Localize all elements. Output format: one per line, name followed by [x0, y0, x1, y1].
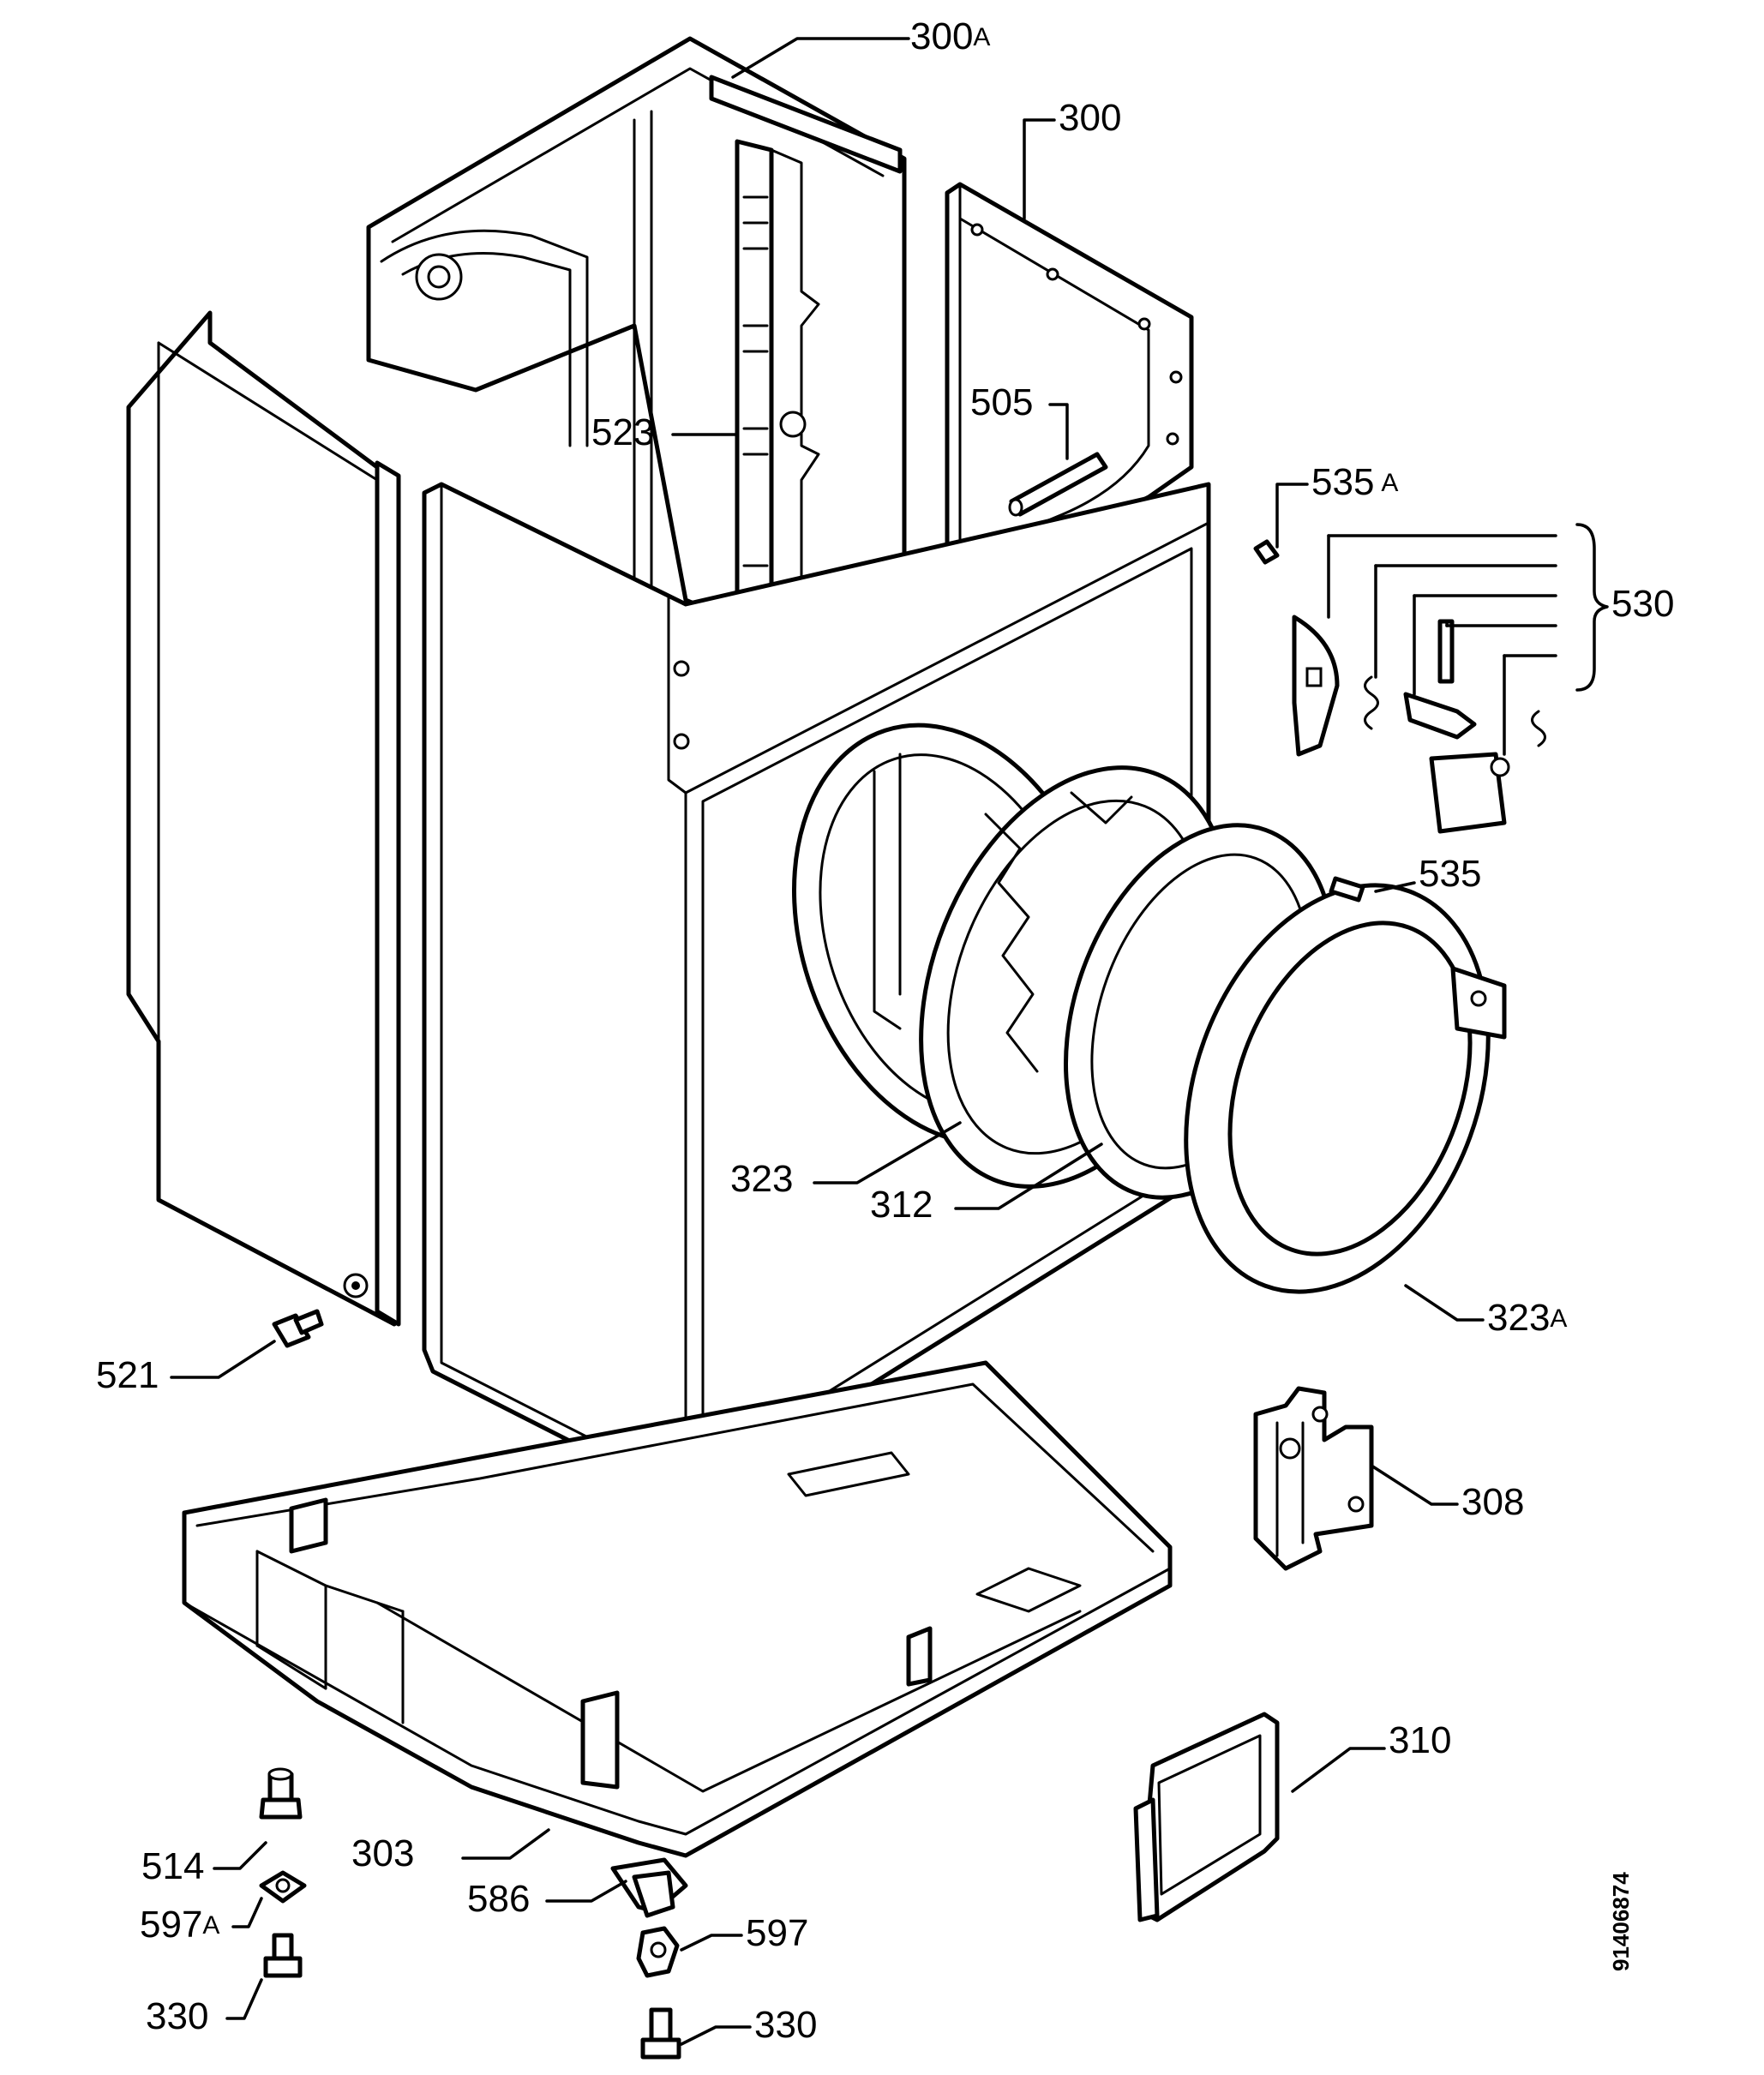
- leader-310: [1291, 1747, 1386, 1793]
- door-ring-outer: [1184, 883, 1507, 1294]
- label-586: 586: [467, 1878, 530, 1920]
- door-lock-pin: [1253, 539, 1280, 565]
- label-303: 303: [351, 1832, 414, 1874]
- label-523: 523: [591, 411, 654, 453]
- label-535: 535: [1419, 853, 1481, 895]
- leader-521: [170, 1340, 276, 1379]
- leader-514: [213, 1841, 267, 1870]
- leader-308: [1370, 1464, 1459, 1506]
- leader-323a: [1404, 1284, 1485, 1322]
- label-300: 300: [1059, 97, 1121, 139]
- label-505: 505: [970, 381, 1033, 423]
- leader-300: [1023, 118, 1056, 220]
- label-323a: 323A: [1487, 1297, 1567, 1339]
- leader-505: [1048, 403, 1069, 460]
- label-308: 308: [1461, 1481, 1524, 1523]
- leader-535a: [1275, 483, 1309, 549]
- leader-597: [680, 1934, 743, 1952]
- leader-312: [954, 1142, 1103, 1210]
- square-nut: [259, 1870, 307, 1904]
- leader-323: [813, 1121, 962, 1184]
- leader-330l: [225, 1978, 263, 2020]
- label-312: 312: [870, 1184, 933, 1226]
- screw-right: [640, 2007, 681, 2060]
- label-330-left: 330: [146, 1995, 208, 2037]
- service-flap: [1133, 1712, 1280, 1922]
- leader-303: [461, 1828, 550, 1860]
- label-310: 310: [1389, 1719, 1451, 1761]
- document-number: 91406874: [1608, 1872, 1634, 1971]
- label-330-right: 330: [754, 2004, 817, 2046]
- label-530: 530: [1611, 583, 1674, 625]
- rod: [1008, 452, 1108, 517]
- label-300a: 300A: [910, 15, 990, 57]
- screw-left: [263, 1933, 303, 1978]
- door-lock-assembly: [1292, 615, 1546, 834]
- leader-597a: [231, 1897, 263, 1928]
- label-514: 514: [141, 1845, 204, 1887]
- leader-535: [1374, 881, 1416, 893]
- label-597a: 597A: [140, 1904, 219, 1946]
- base-frame: [182, 1360, 1173, 1858]
- leader-300a: [731, 37, 910, 79]
- adjustable-foot: [610, 1857, 688, 1918]
- leader-530-brace: [1575, 523, 1609, 692]
- nut-right: [636, 1926, 680, 1978]
- screw-514: [259, 1767, 303, 1820]
- door-hinge: [1253, 1386, 1374, 1571]
- door-hinge-pin: [1329, 876, 1365, 903]
- left-side-panel: [126, 310, 401, 1327]
- leader-330r: [680, 2025, 752, 2046]
- label-323: 323: [730, 1158, 793, 1200]
- label-597: 597: [746, 1912, 808, 1954]
- leader-586: [545, 1880, 627, 1903]
- screw-side-panel: [272, 1309, 324, 1348]
- label-521: 521: [96, 1354, 159, 1396]
- leaders: [170, 37, 1609, 2046]
